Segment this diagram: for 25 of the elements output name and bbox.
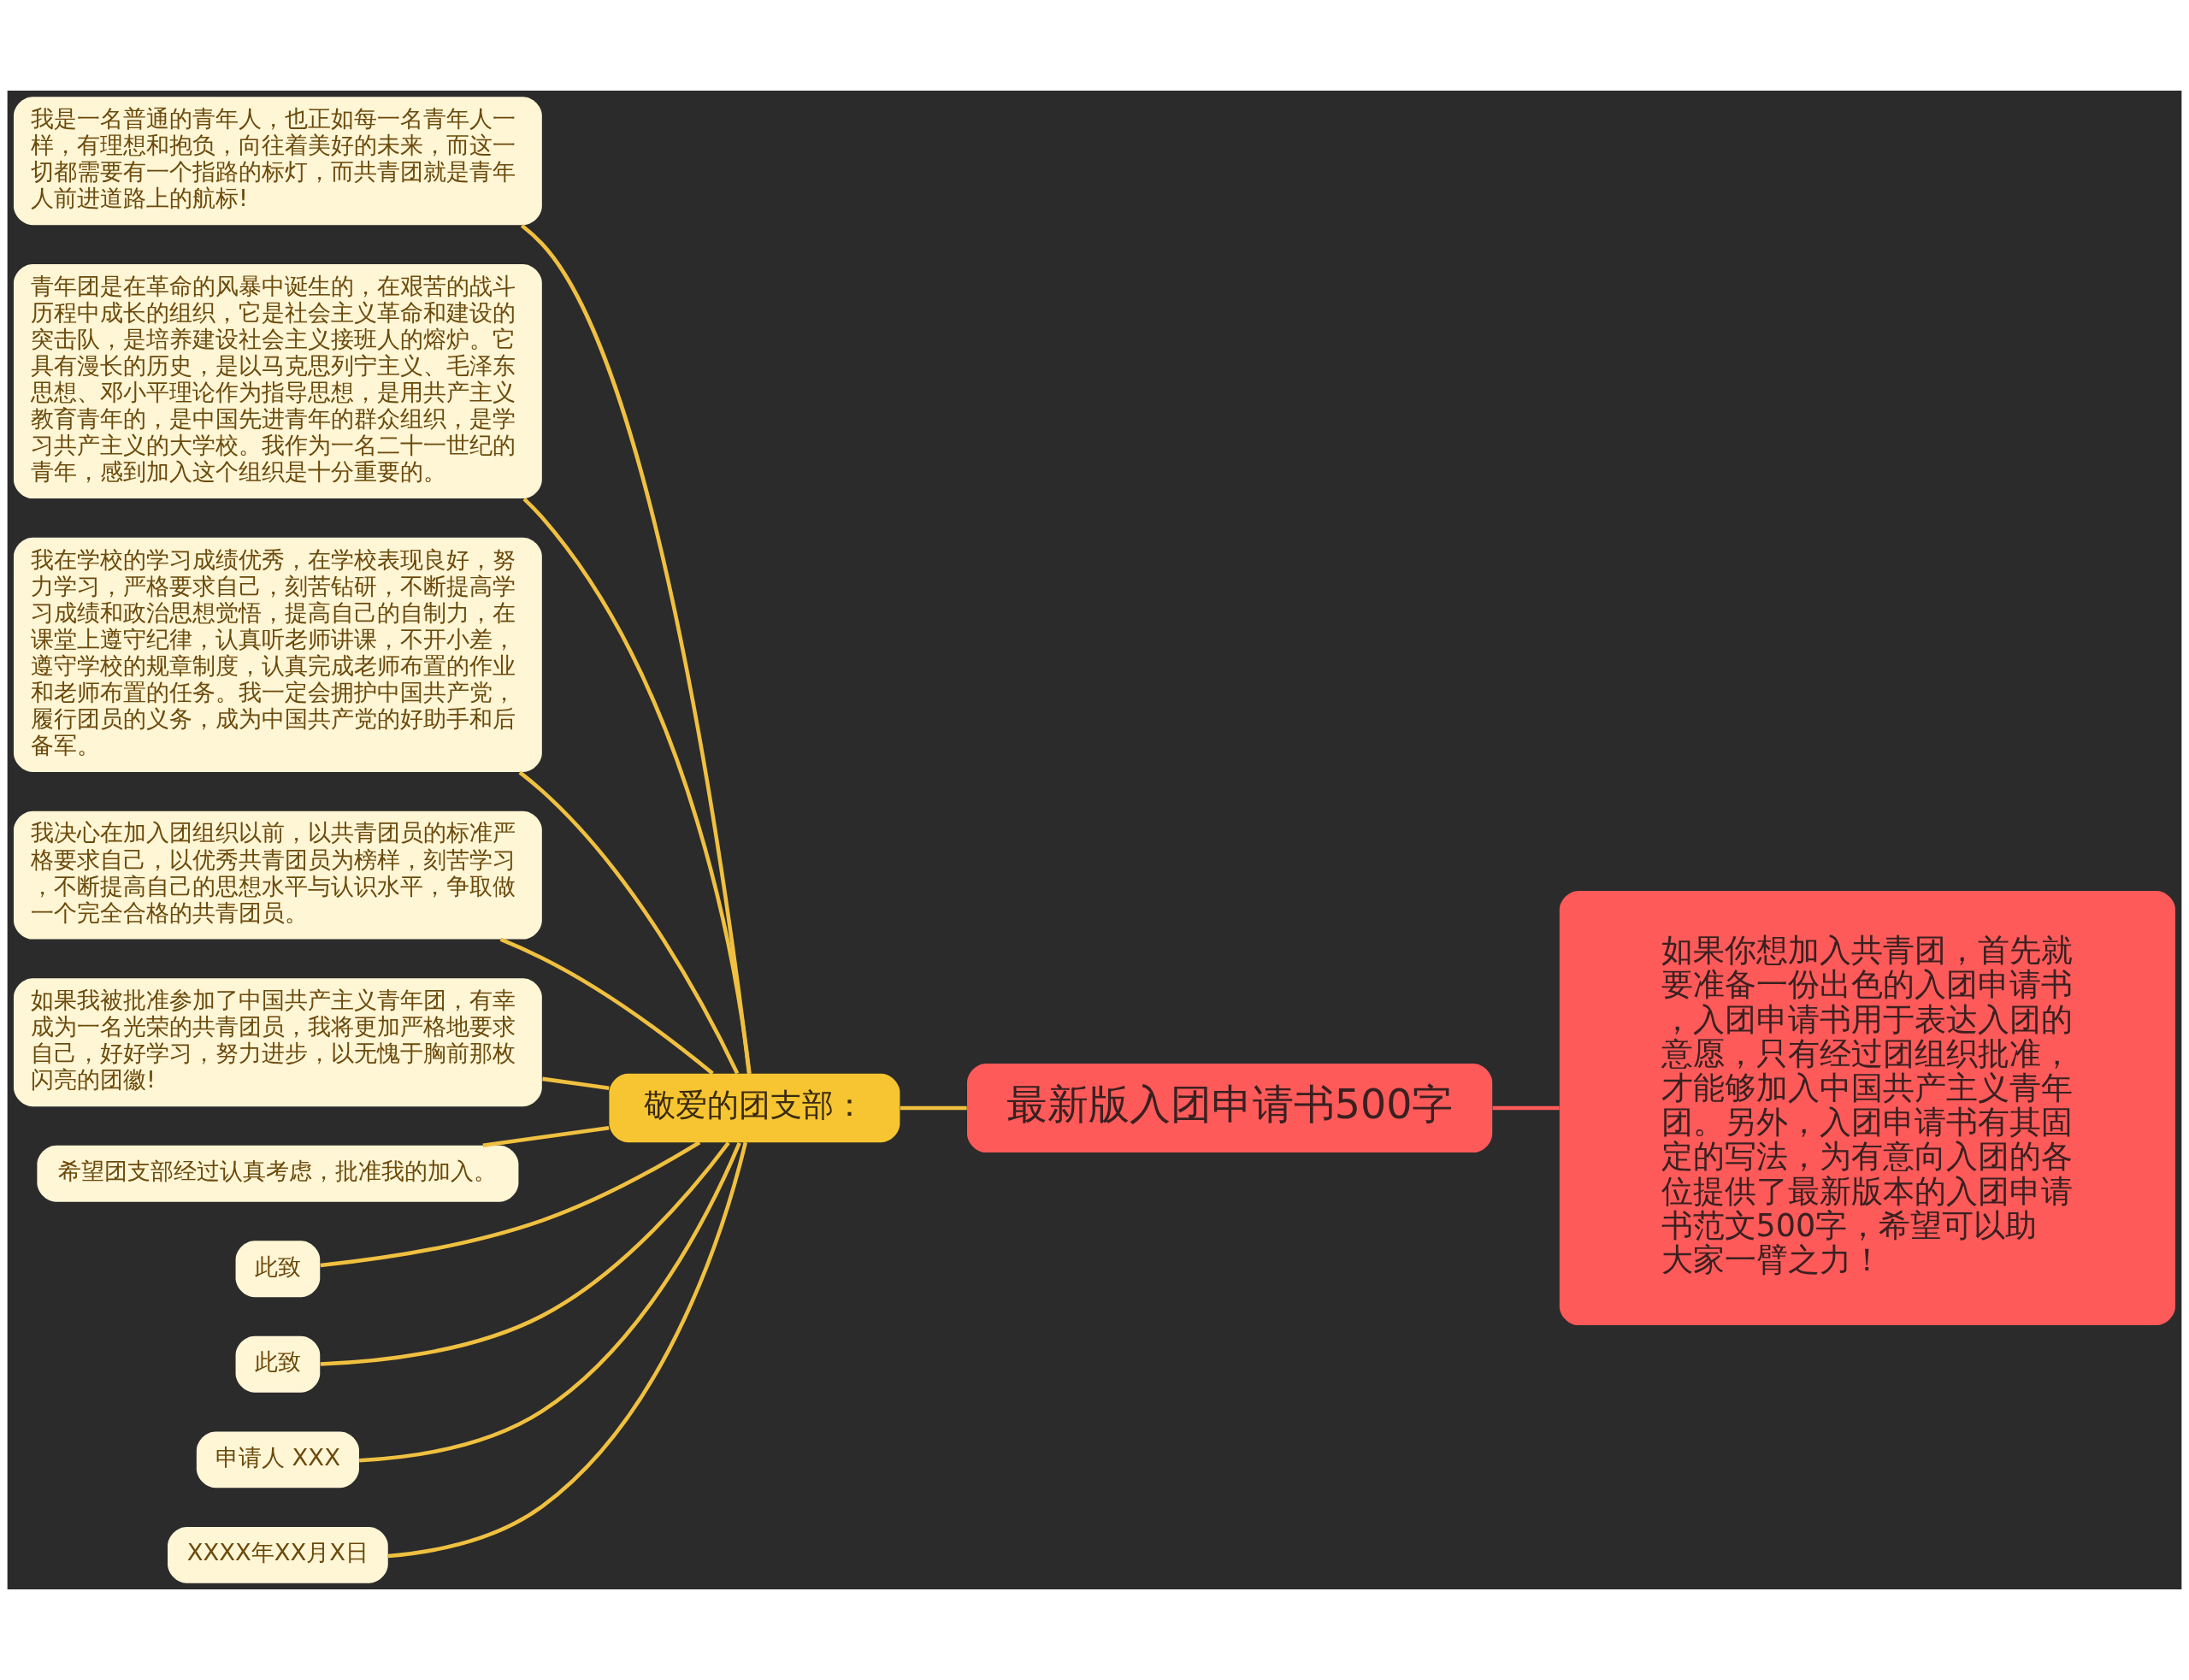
node-box: 此致 bbox=[235, 1241, 321, 1298]
node-box: 此致 bbox=[235, 1335, 321, 1393]
node-box: XXXX年XX月X日 bbox=[168, 1526, 388, 1583]
node-box: 最新版入团申请书500字 bbox=[967, 1063, 1493, 1153]
connector bbox=[499, 937, 714, 1076]
node-box: 青年团是在革命的风暴中诞生的，在艰苦的战斗历程中成长的组织，它是社会主义革命和建设的突击队，是培养建设社会主义接班人的熔炉。它具有漫长的历史，是以马克思列宁主义、毛泽东思想、邓小平理论作为指导思想，是用共产主义教育青年的，是中国先进青年的群众组织，是学习共产主义的大学校。我作为一名二十一世纪的青年，感到加入这个组织是十分重要的。 bbox=[14, 263, 542, 499]
connector bbox=[520, 223, 752, 1074]
connector bbox=[900, 1105, 967, 1111]
connector bbox=[359, 1141, 741, 1463]
node-box: 如果你想加入共青团，首先就要准备一份出色的入团申请书，入团申请书用于表达入团的意愿，只有经过团组织批准，才能够加入中国共产主义青年团。另外，入团申请书有其固定的写法，为有意向入团的各位提供了最新版本的入团申请书范文500字，希望可以助大家一臂之力！ bbox=[1559, 890, 2175, 1326]
connector bbox=[320, 1141, 730, 1366]
connector bbox=[482, 1126, 610, 1147]
connector bbox=[387, 1141, 748, 1559]
connector bbox=[542, 1076, 610, 1090]
connector bbox=[518, 770, 740, 1075]
node-box: 我决心在加入团组织以前，以共青团员的标准严格要求自己，以优秀共青团员为榜样，刻苦学习，不断提高自己的思想水平与认识水平，争取做一个完全合格的共青团员。 bbox=[14, 811, 542, 940]
node-box: 我是一名普通的青年人，也正如每一名青年人一样，有理想和抱负，向往着美好的未来，而这一切都需要有一个指路的标灯，而共青团就是青年人前进道路上的航标! bbox=[14, 97, 542, 226]
connector bbox=[1492, 1105, 1560, 1111]
connector bbox=[522, 497, 752, 1075]
node-box: 敬爱的团支部： bbox=[609, 1073, 900, 1143]
node-box: 申请人 XXX bbox=[196, 1431, 359, 1488]
connector bbox=[320, 1141, 701, 1268]
node-box: 如果我被批准参加了中国共产主义青年团，有幸成为一名光荣的共青团员，我将更加严格地要求自己，好好学习，努力进步，以无愧于胸前那枚闪亮的团徽! bbox=[14, 978, 542, 1107]
node-box: 我在学校的学习成绩优秀，在学校表现良好，努力学习，严格要求自己，刻苦钻研，不断提高学习成绩和政治思想觉悟，提高自己的自制力，在课堂上遵守纪律，认真听老师讲课，不开小差，遵守学校的规章制度，认真完成老师布置的作业和老师布置的任务。我一定会拥护中国共产党，履行团员的义务，成为中国共产党的好助手和后备军。 bbox=[14, 537, 542, 772]
node-box: 希望团支部经过认真考虑，批准我的加入。 bbox=[37, 1145, 519, 1202]
